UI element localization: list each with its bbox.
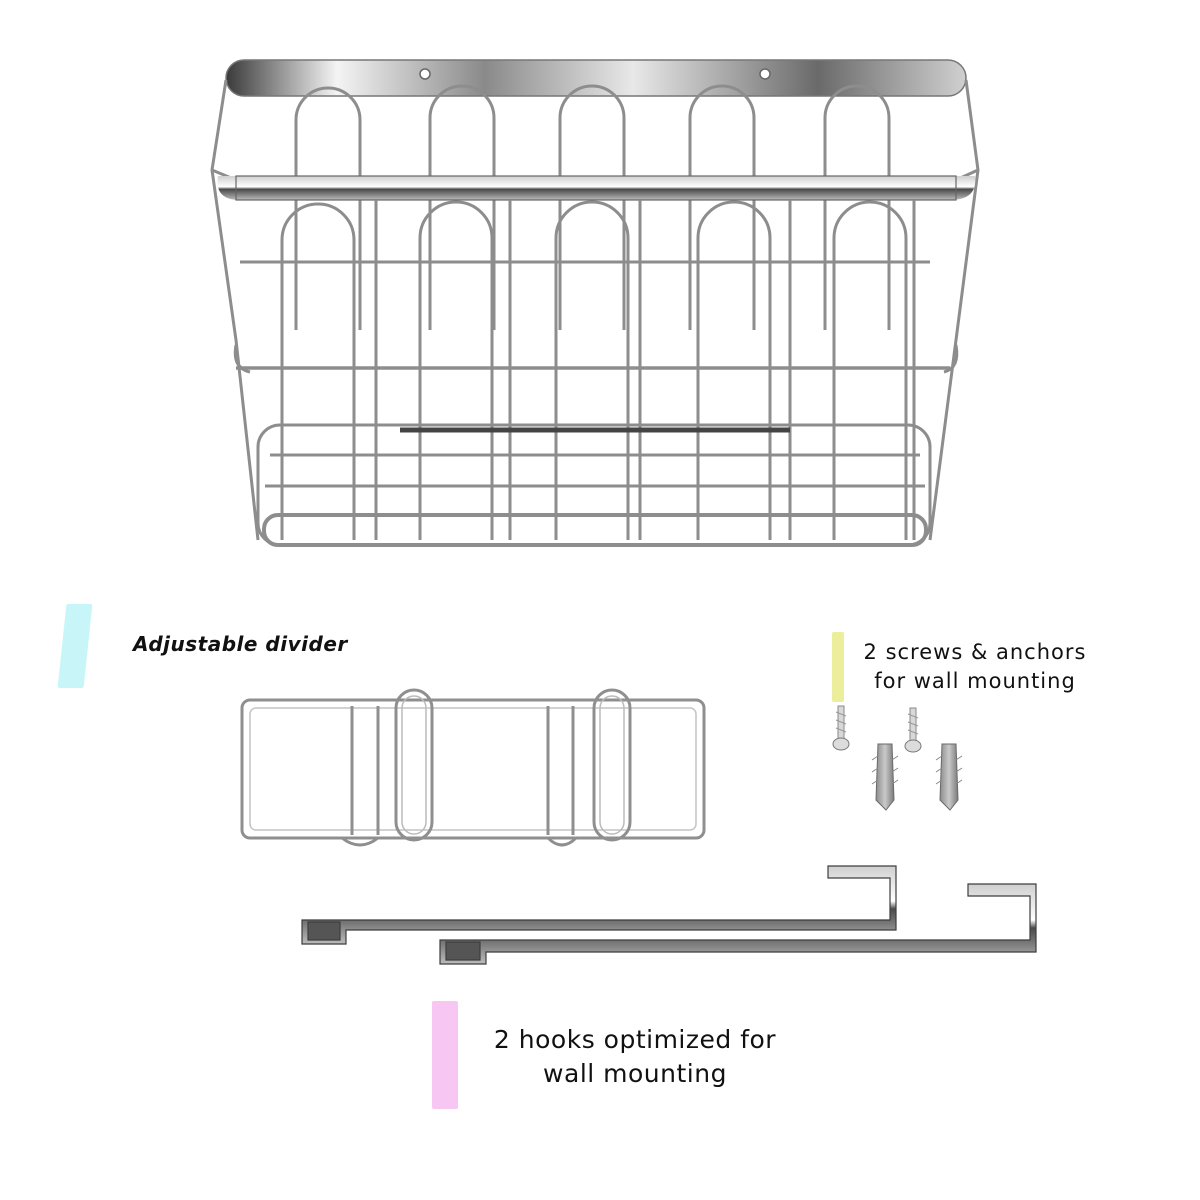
screws-caption-line-2: for wall mounting bbox=[874, 669, 1076, 693]
wire-divider-icon bbox=[240, 688, 706, 847]
pink-highlight-marker bbox=[432, 1001, 458, 1109]
wall-anchor-icon bbox=[871, 743, 963, 811]
wire-basket-icon bbox=[210, 59, 980, 547]
screw-icon bbox=[832, 705, 922, 753]
divider-caption: Adjustable divider bbox=[133, 632, 348, 656]
metal-hook-icon bbox=[301, 865, 1037, 965]
hooks-caption-line-2: wall mounting bbox=[543, 1059, 727, 1088]
screws-caption-line-1: 2 screws & anchors bbox=[863, 640, 1087, 664]
hooks-caption: 2 hooks optimized for wall mounting bbox=[470, 1023, 800, 1091]
yellow-highlight-marker bbox=[832, 632, 844, 702]
hooks-caption-line-1: 2 hooks optimized for bbox=[493, 1025, 777, 1054]
screws-caption: 2 screws & anchors for wall mounting bbox=[840, 638, 1110, 696]
